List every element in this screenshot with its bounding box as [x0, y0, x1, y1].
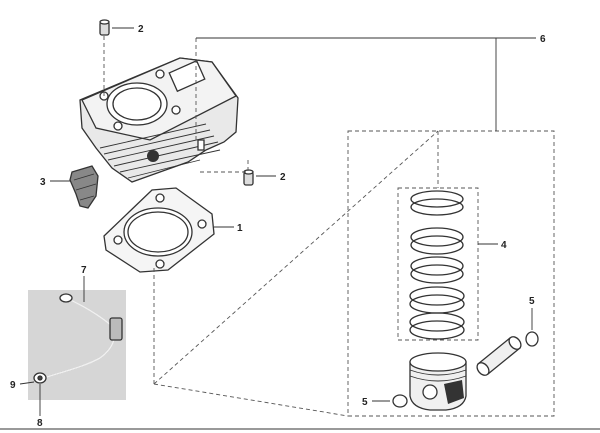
cylinder-gasket — [103, 187, 215, 273]
ring-set-frame — [397, 187, 479, 341]
piston-ring-set — [409, 190, 465, 340]
callout-4: 4 — [501, 240, 507, 251]
callout-7: 7 — [81, 265, 87, 276]
dowel-pin — [243, 169, 254, 186]
dowel-pin — [99, 19, 110, 36]
callout-8: 8 — [37, 418, 43, 429]
piston-pin-clip — [392, 394, 408, 408]
piston-pin — [476, 336, 522, 376]
callout-2-lower: 2 — [280, 172, 286, 183]
oil-pipe — [33, 293, 123, 384]
callout-5-right: 5 — [529, 296, 535, 307]
callout-3: 3 — [40, 177, 46, 188]
piston-pin-clip — [525, 331, 539, 347]
callout-1: 1 — [237, 223, 243, 234]
cylinder-block — [79, 57, 239, 183]
callout-9: 9 — [10, 380, 16, 391]
chain-guide — [69, 165, 99, 209]
callout-5-left: 5 — [362, 397, 368, 408]
cylinder-port — [147, 150, 159, 162]
piston — [409, 352, 467, 411]
callout-2-top: 2 — [138, 24, 144, 35]
callout-6: 6 — [540, 34, 546, 45]
